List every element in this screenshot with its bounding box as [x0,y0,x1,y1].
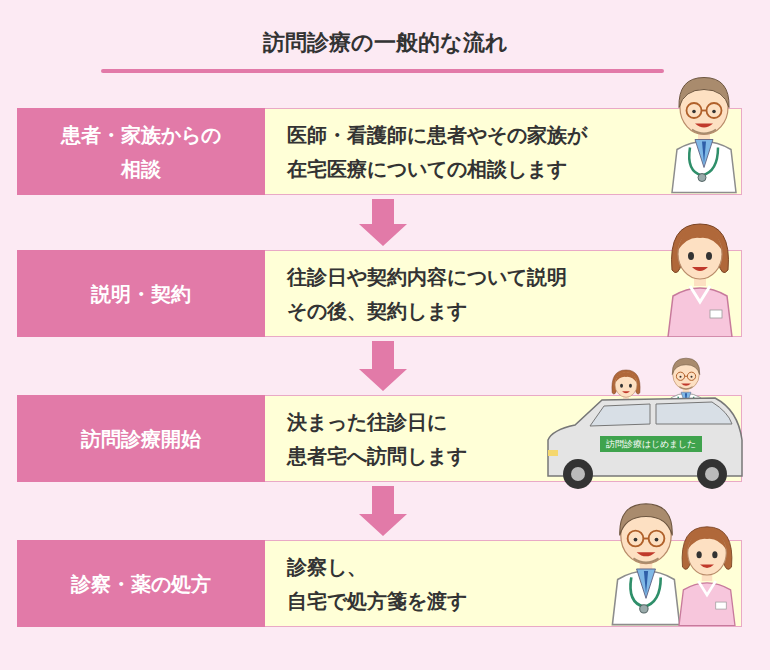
step-label-box: 患者・家族からの相談 [17,108,265,195]
step-detail-box: 医師・看護師に患者やその家族が在宅医療についての相談します [265,108,742,195]
step-heading: 訪問診療開始 [81,422,201,456]
step-heading: 患者・家族からの相談 [61,118,221,186]
step-description: 診察し、自宅で処方箋を渡す [287,550,467,618]
step-description: 医師・看護師に患者やその家族が在宅医療についての相談します [287,118,587,186]
flow-arrow [359,341,407,391]
visit-car [548,358,742,489]
step-detail-box: 診察し、自宅で処方箋を渡す [265,540,742,627]
diagram-title: 訪問診療の一般的な流れ [0,28,770,58]
flow-arrow [359,486,407,536]
step-heading: 説明・契約 [91,277,191,311]
flow-arrow [359,199,407,246]
step-description: 往診日や契約内容について説明その後、契約します [287,260,567,328]
step-detail-box: 決まった往診日に患者宅へ訪問します [265,395,742,482]
step-label-box: 診察・薬の処方 [17,540,265,627]
step-detail-box: 往診日や契約内容について説明その後、契約します [265,250,742,337]
step-label-box: 説明・契約 [17,250,265,337]
car-sign: 訪問診療はじめました [602,438,700,450]
step-heading: 診察・薬の処方 [71,567,211,601]
step-label-box: 訪問診療開始 [17,395,265,482]
step-description: 決まった往診日に患者宅へ訪問します [287,405,467,473]
